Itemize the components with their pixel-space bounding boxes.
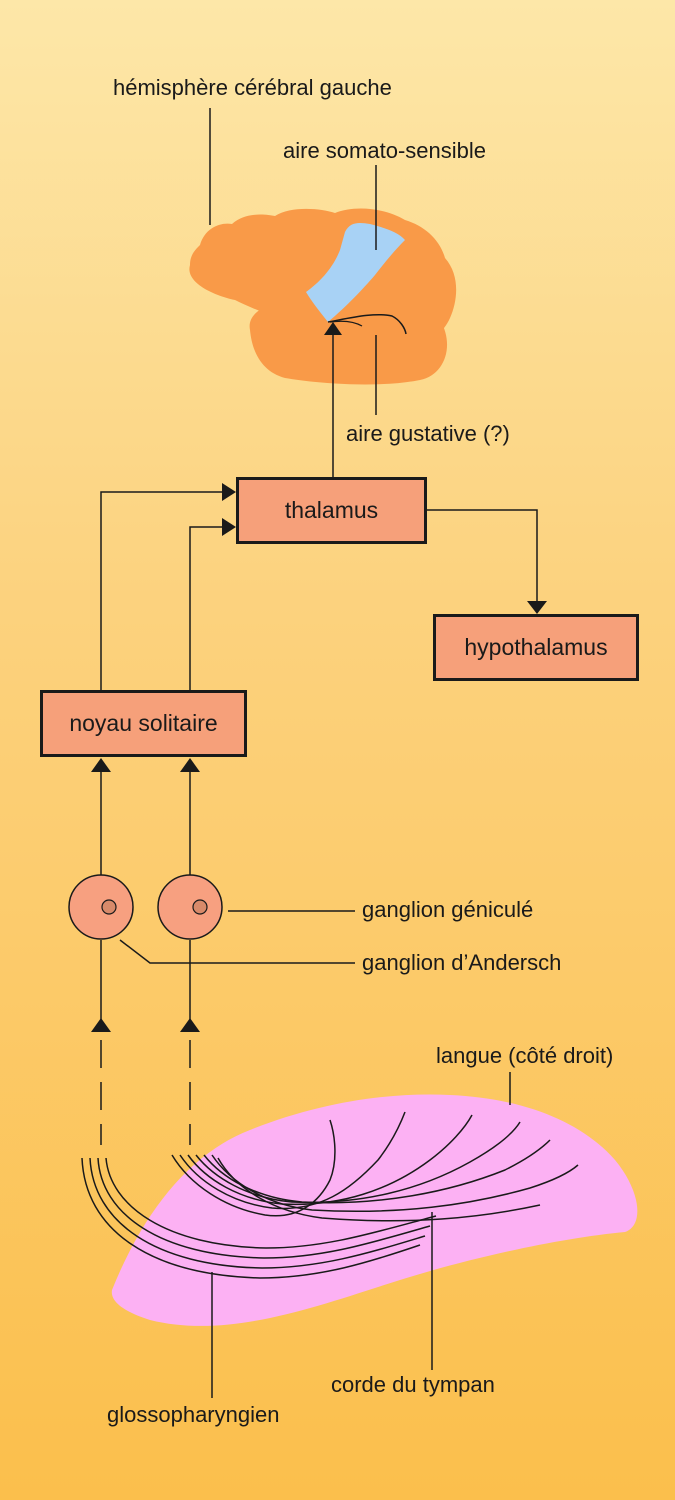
- label-chorda-tympani: corde du tympan: [331, 1372, 495, 1397]
- label-geniculate-ganglion: ganglion géniculé: [362, 897, 534, 922]
- arrowhead-ganglion-1: [91, 1018, 111, 1032]
- ganglion-andersch: [68, 874, 134, 940]
- central-sulcus-line: [329, 320, 363, 327]
- arrowhead-thalamus-1: [222, 483, 236, 501]
- somato-sensory-area: [306, 222, 405, 322]
- solitary-to-thalamus-line-2: [189, 526, 225, 690]
- hypothalamus-arrowhead: [527, 601, 547, 614]
- andersch-leader: [119, 939, 355, 964]
- label-gustative: aire gustative (?): [346, 421, 510, 446]
- label-somato-sensory: aire somato-sensible: [283, 138, 486, 163]
- arrowhead-thalamus-2: [222, 518, 236, 536]
- label-andersch-ganglion: ganglion d’Andersch: [362, 950, 562, 975]
- tongue-shape: [111, 1094, 638, 1326]
- ganglion-geniculate: [157, 874, 223, 940]
- label-hemisphere: hémisphère cérébral gauche: [113, 75, 392, 100]
- chorda-tympani-fibers: [171, 1111, 579, 1222]
- arrowhead-solitary-2: [180, 758, 200, 772]
- brain-upper-lobe: [189, 208, 457, 342]
- thalamus-to-hypothalamus-line: [426, 509, 538, 602]
- brain-hemisphere: [189, 208, 457, 385]
- solitary-to-thalamus-line-1: [100, 491, 225, 690]
- solitary-nucleus-box: noyau solitaire: [40, 690, 247, 757]
- arrowhead-solitary-1: [91, 758, 111, 772]
- arrowhead-ganglion-2: [180, 1018, 200, 1032]
- sylvian-fissure: [327, 313, 407, 335]
- label-tongue: langue (côté droit): [436, 1043, 614, 1068]
- label-glossopharyngeal: glossopharyngien: [107, 1402, 280, 1427]
- thalamus-to-cortex-arrowhead: [324, 322, 342, 335]
- thalamus-box: thalamus: [236, 477, 427, 544]
- hypothalamus-box: hypothalamus: [433, 614, 639, 681]
- glossopharyngeal-fibers: [81, 1157, 437, 1279]
